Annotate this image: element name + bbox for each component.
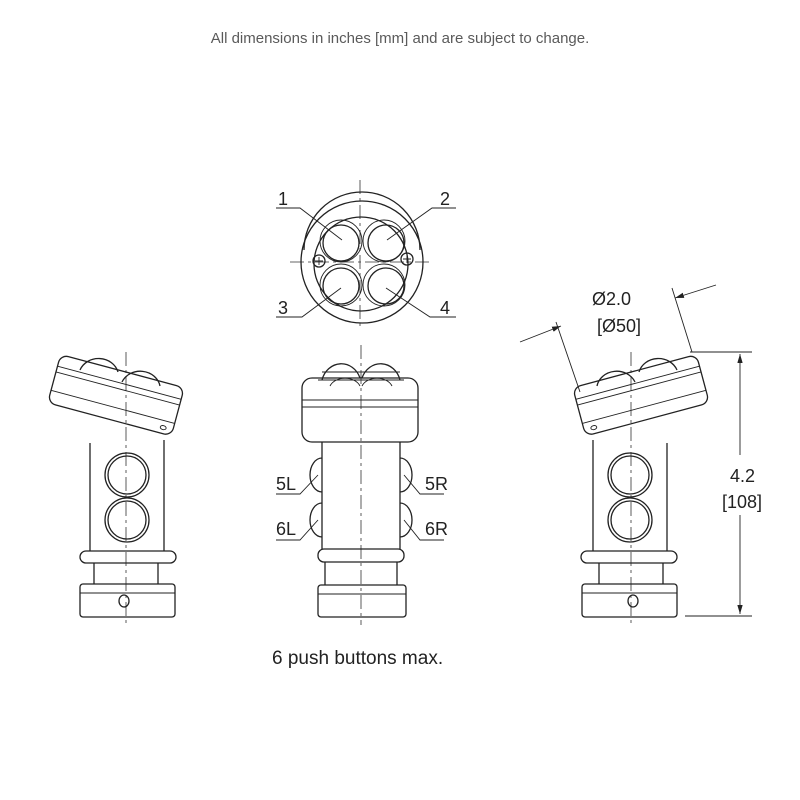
height-dimension: 4.2 [108] <box>685 351 762 617</box>
side-view-right <box>573 352 709 625</box>
diameter-inches: Ø2.0 <box>592 289 631 309</box>
top-button-4 <box>362 263 406 307</box>
dimensions-disclaimer: All dimensions in inches [mm] and are su… <box>210 30 590 47</box>
height-inches: 4.2 <box>730 466 755 486</box>
diameter-dimension: Ø2.0 [Ø50] <box>519 284 717 393</box>
top-button-1 <box>319 219 363 263</box>
button-label-4: 4 <box>440 298 450 318</box>
button-label-1: 1 <box>278 189 288 209</box>
front-view: 5L 5R 6L 6R <box>276 345 448 625</box>
top-button-3 <box>319 263 363 307</box>
button-label-2: 2 <box>440 189 450 209</box>
screw-icon <box>312 254 326 268</box>
screw-icon <box>400 252 414 266</box>
side-label-6r: 6R <box>425 519 448 539</box>
side-label-5l: 5L <box>276 474 296 494</box>
top-button-2 <box>362 219 406 263</box>
side-label-5r: 5R <box>425 474 448 494</box>
button-label-3: 3 <box>278 298 288 318</box>
top-view: 1 2 3 4 <box>276 180 456 330</box>
diameter-mm: [Ø50] <box>597 316 641 336</box>
height-mm: [108] <box>722 492 762 512</box>
side-view-left <box>48 352 184 625</box>
side-label-6l: 6L <box>276 519 296 539</box>
caption: 6 push buttons max. <box>272 648 443 669</box>
